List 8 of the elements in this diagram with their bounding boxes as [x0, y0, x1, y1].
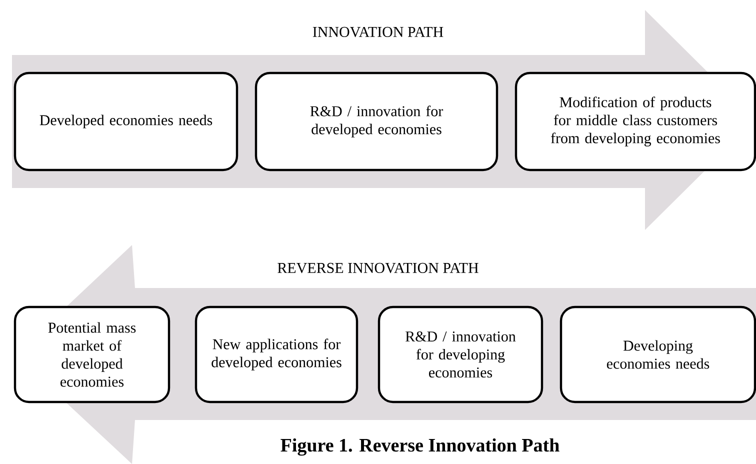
- process-box: Potential mass market of developed economies: [14, 306, 170, 404]
- process-box: R&D / innovation for developed economies: [254, 72, 498, 172]
- figure-caption: Figure 1. Reverse Innovation Path: [279, 437, 561, 457]
- process-box: New applications for developed economies: [194, 306, 358, 404]
- process-box: Developing economies needs: [560, 306, 756, 404]
- process-box: Modification of products for middle class customers from developing economies: [514, 72, 756, 172]
- process-box: R&D / innovation for developing economies: [378, 306, 544, 404]
- process-box: Developed economies needs: [14, 72, 238, 172]
